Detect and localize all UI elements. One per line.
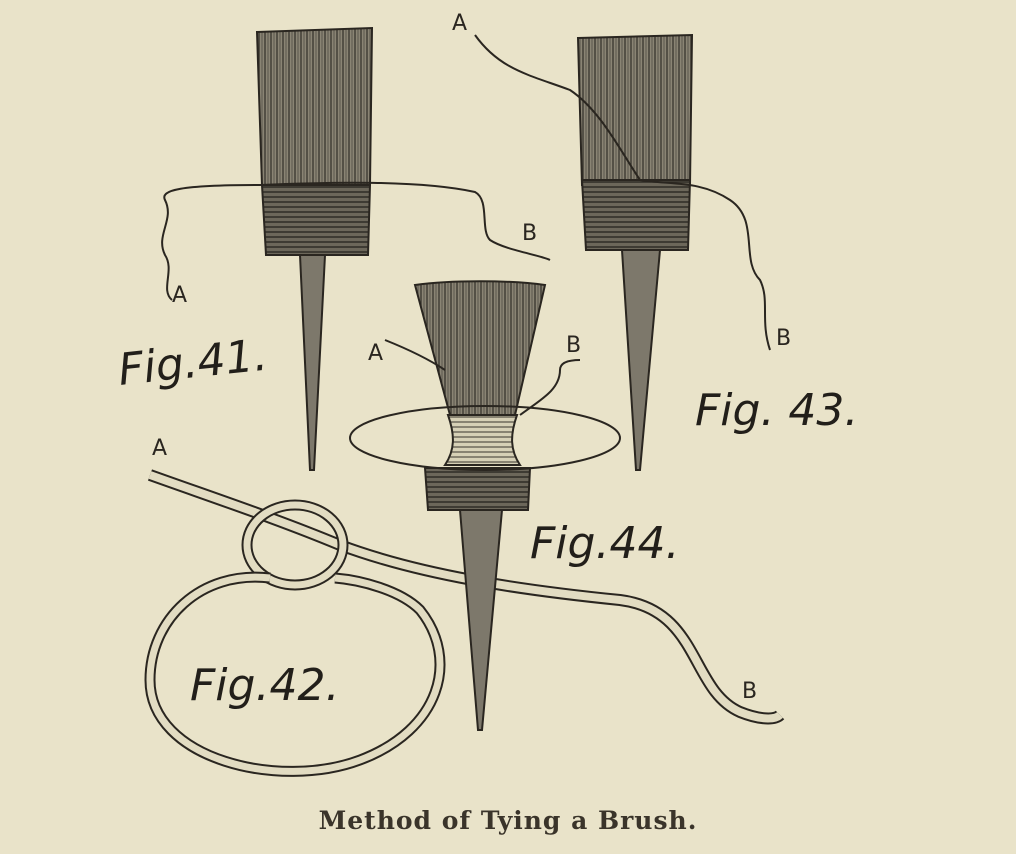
fig43-label: Fig. 43. (695, 385, 858, 436)
fig44-brush (349, 280, 621, 731)
fig41-end-a-label: A (172, 283, 187, 308)
fig41-end-b-label: B (522, 221, 537, 246)
fig41-label: Fig.41. (116, 330, 270, 396)
fig43-end-b-label: B (776, 326, 791, 351)
fig42-end-a-label: A (152, 436, 167, 461)
fig44-end-b-label: B (566, 333, 581, 358)
fig44-label: Fig.44. (530, 518, 679, 569)
fig43-brush (474, 33, 771, 471)
fig41-brush (161, 26, 551, 471)
fig42-end-b-label: B (742, 679, 757, 704)
figure-caption: Method of Tying a Brush. (318, 806, 698, 835)
fig43-end-a-label: A (452, 11, 467, 36)
fig44-end-a-label: A (368, 341, 383, 366)
fig42-label: Fig.42. (190, 660, 339, 711)
fig42-knot (144, 469, 785, 777)
